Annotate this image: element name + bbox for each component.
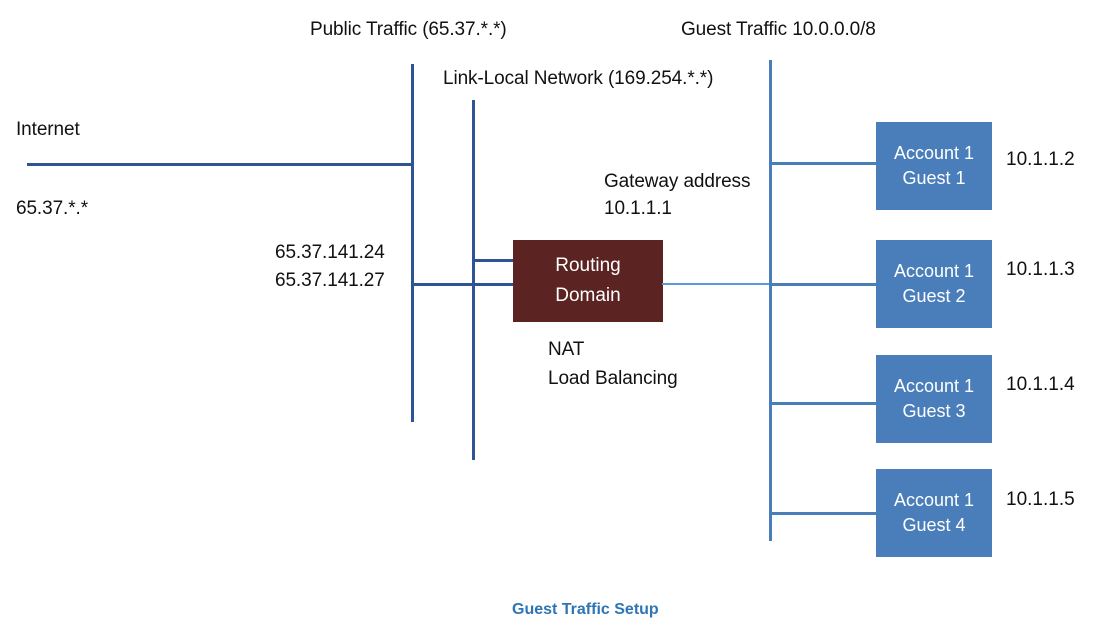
guest-traffic-heading: Guest Traffic 10.0.0.0/8 [681,19,876,40]
guest-1-name-label: Guest 1 [902,168,966,188]
diagram-caption: Guest Traffic Setup [512,601,659,618]
guest-4-name-label: Guest 4 [902,515,966,535]
guest-4-connector-line [769,512,879,515]
routing-domain-line-2: Domain [555,285,621,306]
routing-domain-box[interactable]: Routing Domain [513,240,663,322]
guest-box-4[interactable]: Account 1 Guest 4 [876,469,992,557]
guest-1-ip-label: 10.1.1.2 [1006,149,1075,170]
guest-box-1[interactable]: Account 1 Guest 1 [876,122,992,210]
guest-3-account-label: Account 1 [893,376,975,396]
guest-2-name-label: Guest 2 [902,286,966,306]
guest-4-ip-label: 10.1.1.5 [1006,489,1075,510]
public-ip-1-label: 65.37.141.24 [275,242,385,263]
internet-backbone-line [27,163,413,166]
router-to-guest-trunk-line [662,283,842,285]
link-local-heading: Link-Local Network (169.254.*.*) [443,68,714,89]
router-function-nat-label: NAT [548,339,585,360]
link-local-to-router-line [472,259,515,262]
internet-subnet-label: 65.37.*.* [16,198,88,219]
router-function-lb-label: Load Balancing [548,368,678,389]
internet-label: Internet [16,119,80,140]
guest-3-name-label: Guest 3 [902,401,966,421]
gateway-title-label: Gateway address [604,171,751,192]
public-traffic-heading: Public Traffic (65.37.*.*) [310,19,507,40]
guest-1-account-label: Account 1 [893,143,975,163]
guest-box-3[interactable]: Account 1 Guest 3 [876,355,992,443]
guest-2-account-label: Account 1 [893,261,975,281]
gateway-address-label: 10.1.1.1 [604,198,672,219]
guest-2-ip-label: 10.1.1.3 [1006,259,1075,280]
guest-1-connector-line [769,162,879,165]
link-local-trunk-line [472,100,475,460]
guest-3-ip-label: 10.1.1.4 [1006,374,1075,395]
guest-2-connector-line [769,283,879,286]
routing-domain-line-1: Routing [555,255,621,276]
guest-4-account-label: Account 1 [893,490,975,510]
public-ip-2-label: 65.37.141.27 [275,270,385,291]
guest-3-connector-line [769,402,879,405]
public-traffic-trunk-line [411,64,414,422]
guest-box-2[interactable]: Account 1 Guest 2 [876,240,992,328]
guest-traffic-trunk-line [769,60,772,541]
public-traffic-to-router-line [411,283,515,286]
